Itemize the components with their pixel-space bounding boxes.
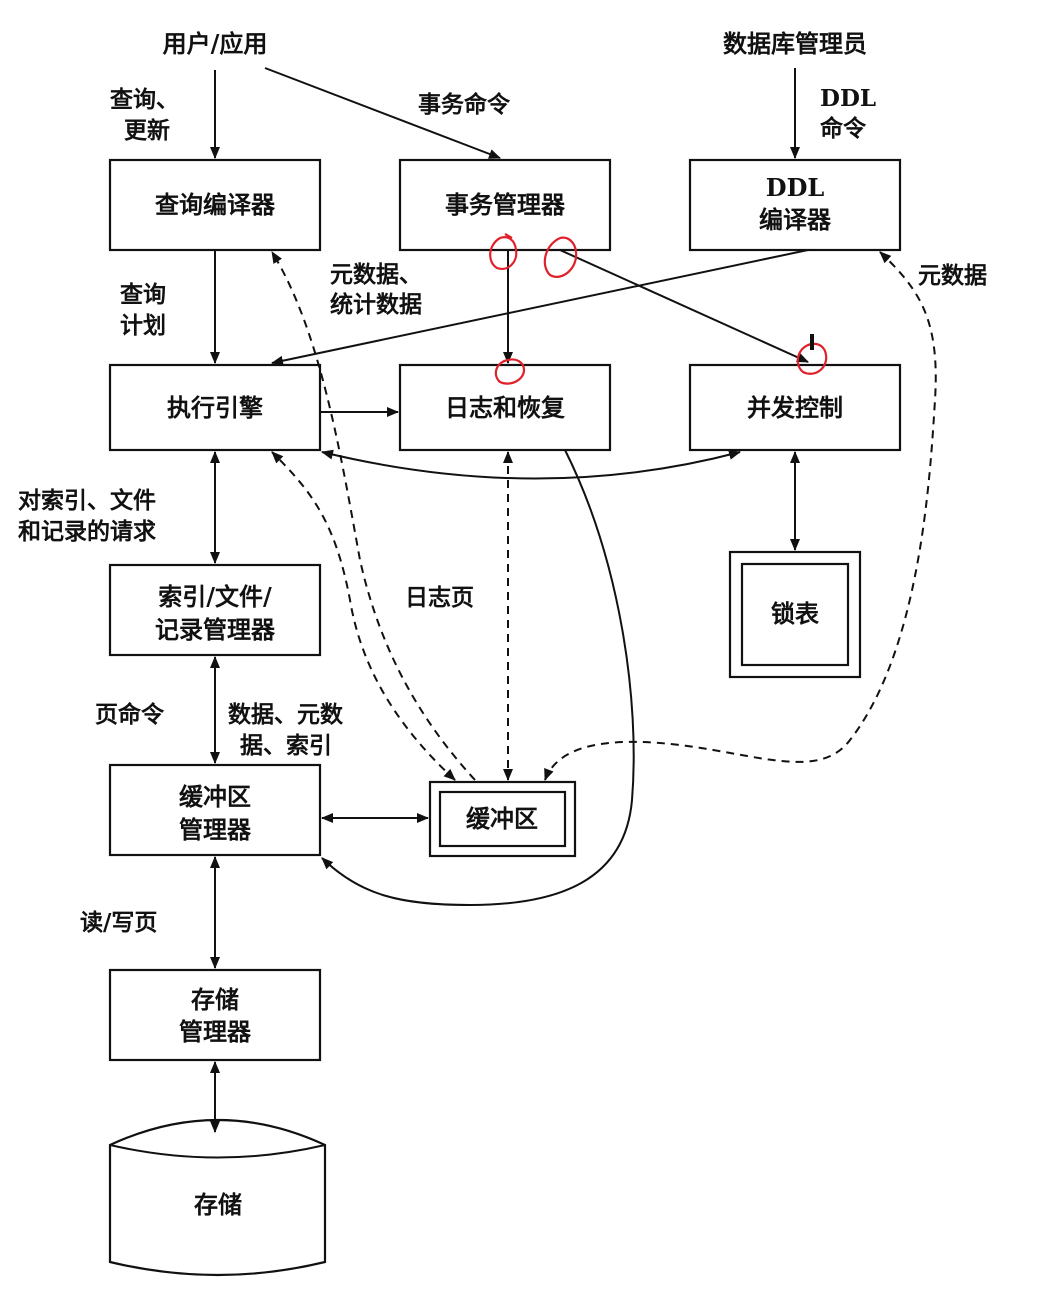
index-file-record-label-2: 记录管理器 [155,615,276,644]
log-page-label: 日志页 [405,584,474,611]
storage-manager-label-2: 管理器 [179,1017,252,1046]
storage-cylinder-rim [109,1144,326,1159]
ddl-compiler-label-2: 编译器 [759,205,832,234]
query-update-label-1: 查询、 [110,86,179,113]
dashed-buffer-to-ddl [544,251,937,781]
lock-table-label: 锁表 [771,599,820,628]
ddl-compiler-label-1: DDL [766,173,825,202]
red-mark-3 [494,358,526,385]
metadata-stats-label-2: 统计数据 [330,291,422,318]
query-update-label-2: 更新 [124,117,170,144]
dba-label: 数据库管理员 [723,29,867,58]
data-meta-index-label-1: 数据、元数 [228,701,344,728]
requests-label-1: 对索引、文件 [18,487,156,514]
query-compiler-label: 查询编译器 [155,190,276,219]
storage-label: 存储 [194,1190,242,1219]
buffer-inner-box [438,790,567,848]
dashed-buffer-engine [271,451,456,781]
red-mark-2 [543,236,578,278]
buffer-label: 缓冲区 [466,804,538,833]
query-plan-label-1: 查询 [120,281,166,308]
query-compiler-box [108,158,322,252]
ddl-command-label-2: 命令 [820,115,867,142]
red-mark-1 [489,233,518,270]
exec-engine-label: 执行引擎 [167,393,263,422]
user-app-label: 用户/应用 [163,29,268,58]
buffer-manager-label-1: 缓冲区 [179,782,251,811]
metadata-label: 元数据 [918,262,987,289]
query-plan-label-2: 计划 [120,312,166,339]
requests-label-2: 和记录的请求 [18,518,156,545]
storage-manager-box [108,968,322,1062]
ddl-compiler-box [688,158,902,252]
red-mark-4 [796,342,828,375]
storage-manager-label-1: 存储 [191,985,239,1014]
concurrency-label: 并发控制 [747,393,843,422]
txn-command-label: 事务命令 [418,91,511,118]
log-recovery-label: 日志和恢复 [445,393,566,422]
arrow-txn-to-concurrency [559,249,809,363]
arrow-user-to-txn-manager [264,67,501,159]
buffer-manager-label-2: 管理器 [179,815,252,844]
index-file-record-label-1: 索引/文件/ [158,582,272,611]
data-meta-index-label-2: 据、索引 [240,732,332,759]
read-write-page-label: 读/写页 [80,909,157,936]
arrow-engine-concurrency [321,449,741,480]
exec-engine-box [108,363,322,452]
storage-cylinder [108,1118,327,1277]
ddl-command-label-1: DDL [820,85,876,112]
metadata-stats-label-1: 元数据、 [330,261,422,288]
txn-manager-label: 事务管理器 [445,190,566,219]
page-command-label: 页命令 [95,701,165,728]
